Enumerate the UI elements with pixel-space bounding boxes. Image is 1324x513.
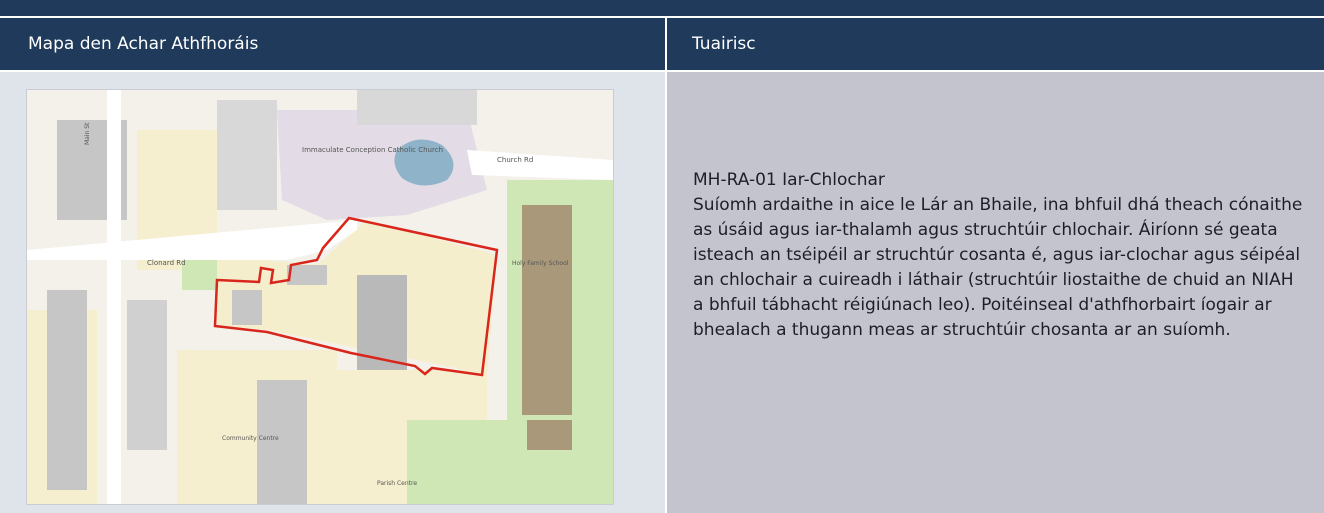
school-building [527, 420, 572, 450]
map-label-church: Immaculate Conception Catholic Church [302, 146, 443, 154]
green-area [407, 420, 507, 504]
header-map-cell: Mapa den Achar Athfhoráis [0, 18, 665, 70]
map-label-centre: Community Centre [222, 435, 279, 442]
church-grounds [277, 110, 487, 220]
school-building [522, 205, 572, 415]
map-label-main-street: Main St [84, 122, 91, 145]
regeneration-area-map: Immaculate Conception Catholic Church Cl… [27, 90, 613, 504]
map-label-school: Holy Family School [512, 260, 569, 267]
building [257, 380, 307, 504]
clonard-road [27, 220, 357, 260]
church-road [467, 150, 613, 180]
header-description-label: Tuairisc [692, 34, 756, 54]
top-band [0, 0, 1324, 16]
map-cell: Immaculate Conception Catholic Church Cl… [0, 72, 665, 513]
description-text-block: MH-RA-01 Iar-Chlochar Suíomh ardaithe in… [693, 168, 1308, 343]
convent-building [287, 265, 327, 285]
header-map-label: Mapa den Achar Athfhoráis [28, 34, 259, 54]
pond [394, 139, 454, 186]
terrace-row [127, 300, 167, 450]
main-street [107, 90, 121, 504]
regeneration-boundary [213, 216, 499, 377]
site-description: Suíomh ardaithe in aice le Lár an Bhaile… [693, 195, 1303, 340]
map-label-parish: Parish Centre [377, 480, 417, 487]
building [357, 90, 477, 125]
map-graphic: Immaculate Conception Catholic Church Cl… [27, 90, 613, 504]
table-header-row: Mapa den Achar Athfhoráis Tuairisc [0, 18, 1324, 70]
convent-building [357, 275, 407, 370]
table-body-row: Immaculate Conception Catholic Church Cl… [0, 72, 1324, 513]
description-cell: MH-RA-01 Iar-Chlochar Suíomh ardaithe in… [667, 72, 1324, 513]
site-code-line: MH-RA-01 Iar-Chlochar [693, 170, 885, 190]
map-label-road-east: Church Rd [497, 156, 533, 164]
header-description-cell: Tuairisc [667, 18, 1324, 70]
map-label-road-west: Clonard Rd [147, 259, 186, 267]
convent-building [232, 290, 262, 325]
terrace-row [47, 290, 87, 490]
building [217, 100, 277, 210]
